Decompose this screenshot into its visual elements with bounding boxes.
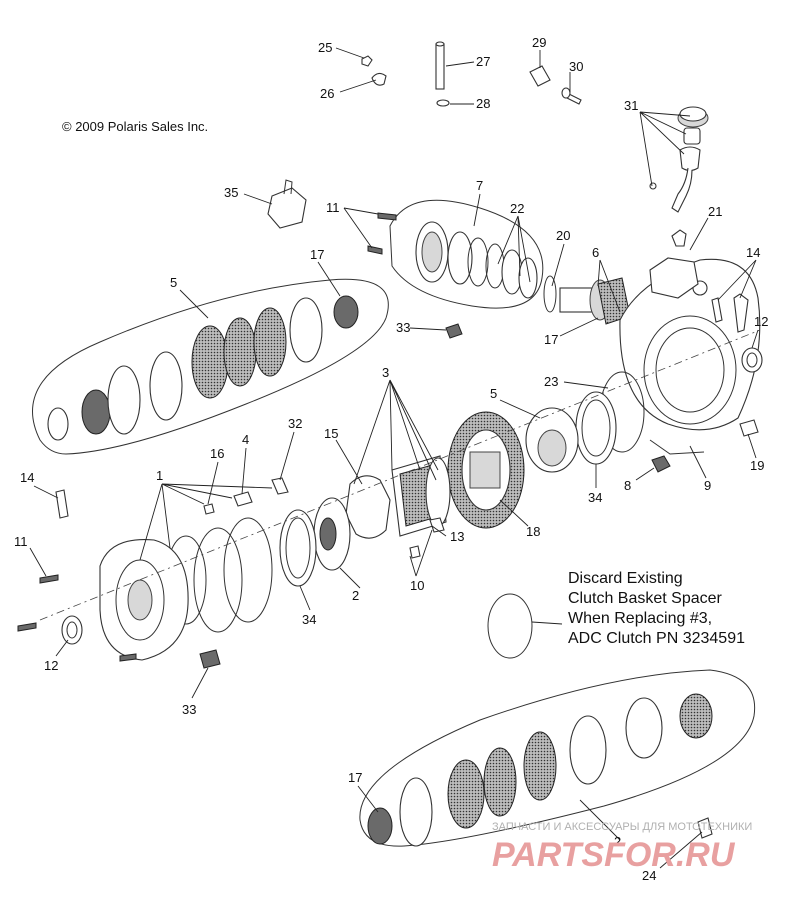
group-5-outline [32, 278, 389, 455]
group-2-parts [367, 693, 713, 847]
note-line-1: Discard Existing [568, 570, 683, 587]
part-33-breather-left [199, 649, 221, 669]
callout-8: 8 [624, 478, 631, 493]
gasket-large [223, 517, 273, 623]
replacement-note: Discard Existing Clutch Basket Spacer Wh… [568, 570, 745, 647]
part-18-gear [447, 411, 525, 529]
part-33-breather-top [445, 323, 463, 339]
group-2-outline [359, 669, 756, 847]
callout-17-mid: 17 [544, 332, 558, 347]
bolts-11-left [17, 574, 137, 662]
part-14-fitting-top [733, 293, 749, 333]
callout-31: 31 [624, 98, 638, 113]
callout-30: 30 [569, 59, 583, 74]
callout-5-mid: 5 [490, 386, 497, 401]
callout-2-mid: 2 [352, 588, 359, 603]
part-4-bushing [233, 491, 253, 507]
part-27-pin [435, 43, 445, 90]
callout-17-top: 17 [310, 247, 324, 262]
part-15-plate [345, 475, 391, 539]
callout-22: 22 [510, 201, 524, 216]
part-1-cover [99, 538, 189, 661]
copyright-text: © 2009 Polaris Sales Inc. [62, 119, 208, 134]
group-5-parts [47, 295, 359, 441]
housing-9 [619, 258, 761, 455]
callout-6: 6 [592, 245, 599, 260]
callout-17-bottom: 17 [348, 770, 362, 785]
part-26-clamp [371, 72, 387, 86]
callout-25: 25 [318, 40, 332, 55]
leader-lines [29, 47, 759, 869]
callout-24: 24 [642, 868, 656, 883]
shaft-6-assembly [543, 275, 631, 325]
clutch-basket-spacer [487, 593, 533, 659]
callout-16: 16 [210, 446, 224, 461]
part-35-bracket [267, 187, 307, 229]
part-28-ring [436, 99, 450, 107]
callout-5-top: 5 [170, 275, 177, 290]
callout-14-top: 14 [746, 245, 760, 260]
callout-29: 29 [532, 35, 546, 50]
callout-10: 10 [410, 578, 424, 593]
part-8-plug [651, 455, 671, 473]
note-line-2: Clutch Basket Spacer [568, 590, 723, 607]
callout-33-bottom: 33 [182, 702, 196, 717]
callout-34-left: 34 [302, 612, 316, 627]
part-10-pin [409, 545, 421, 559]
small-parts-top [361, 41, 582, 107]
watermark: ЗАПЧАСТИ И АКСЕССУАРЫ ДЛЯ МОТОТЕХНИКИ PA… [492, 821, 752, 874]
callout-12-right: 12 [754, 314, 768, 329]
group-7-parts [415, 221, 538, 299]
gasket-medium [193, 527, 243, 633]
callout-14-left: 14 [20, 470, 34, 485]
callout-11-left: 11 [14, 534, 28, 549]
part-13-pin [429, 517, 445, 533]
note-line-4: ADC Clutch PN 3234591 [568, 630, 745, 647]
callout-7: 7 [476, 178, 483, 193]
assembly-axis [39, 329, 761, 621]
callout-9: 9 [704, 478, 711, 493]
callout-labels: 25 26 27 28 29 30 31 35 11 7 22 20 6 21 … [14, 35, 768, 883]
callout-27: 27 [476, 54, 490, 69]
callout-13: 13 [450, 529, 464, 544]
part-3-clutch-basket [391, 455, 451, 537]
watermark-logo: PARTSFOR.RU [492, 836, 736, 874]
callout-33-top: 33 [396, 320, 410, 335]
callout-35: 35 [224, 185, 238, 200]
part-31-assembly [649, 106, 709, 213]
callout-21: 21 [708, 204, 722, 219]
part-12-seal-right [741, 347, 763, 373]
callout-23: 23 [544, 374, 558, 389]
callout-11-top: 11 [326, 200, 340, 215]
callout-1: 1 [156, 468, 163, 483]
callout-26: 26 [320, 86, 334, 101]
callout-12-left: 12 [44, 658, 58, 673]
part-14-fitting-left [55, 489, 69, 519]
callout-20: 20 [556, 228, 570, 243]
callout-34-right: 34 [588, 490, 602, 505]
callout-3: 3 [382, 365, 389, 380]
callout-28: 28 [476, 96, 490, 111]
part-32-clip [271, 477, 289, 495]
callout-15: 15 [324, 426, 338, 441]
callout-32: 32 [288, 416, 302, 431]
part-19-plug [739, 419, 759, 437]
note-line-3: When Replacing #3, [568, 610, 712, 627]
part-12-seal-left [61, 615, 83, 645]
group-7-outline [389, 199, 544, 309]
callout-19: 19 [750, 458, 764, 473]
callout-4: 4 [242, 432, 249, 447]
part-16-dowel [203, 503, 215, 515]
part-29-bushing [529, 65, 551, 87]
callout-2-bottom: 2 [614, 834, 621, 849]
watermark-tagline: ЗАПЧАСТИ И АКСЕССУАРЫ ДЛЯ МОТОТЕХНИКИ [492, 821, 752, 833]
part-21-bracket [649, 257, 699, 299]
part-25-clip [361, 55, 373, 67]
callout-18: 18 [526, 524, 540, 539]
